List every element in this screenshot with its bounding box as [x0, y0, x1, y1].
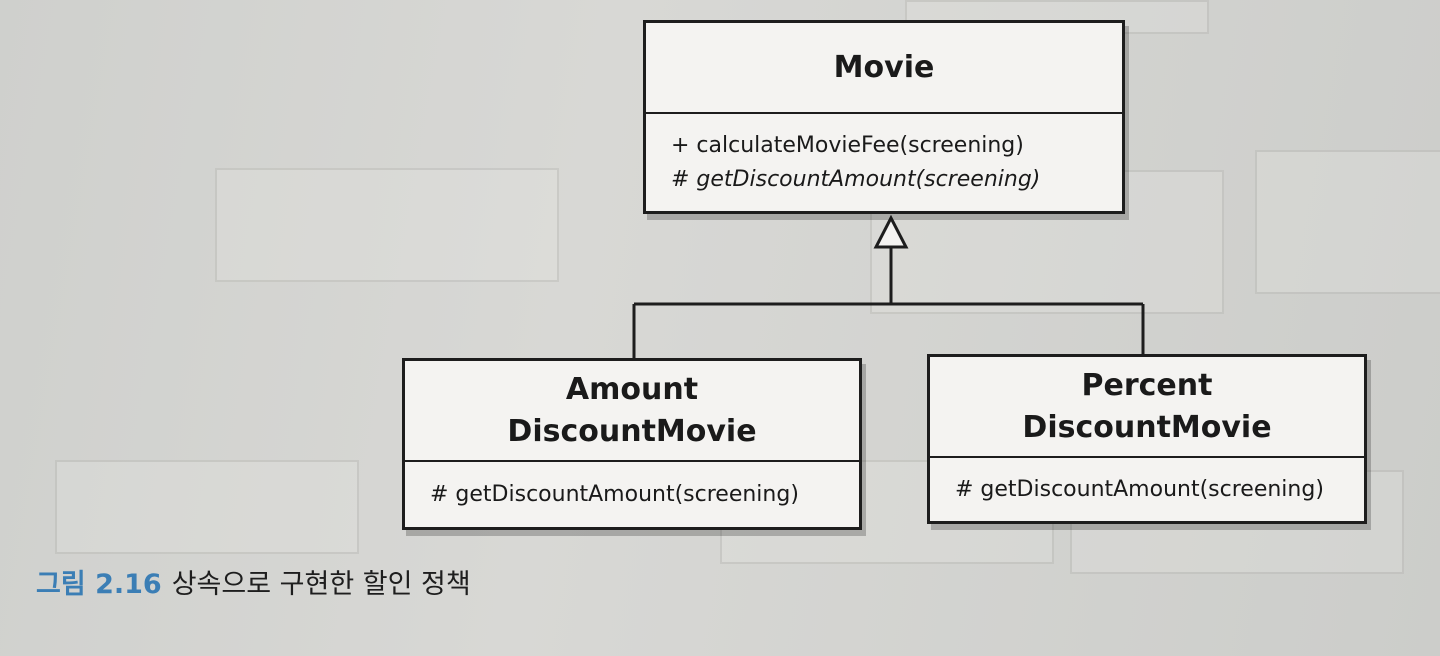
class-name-line: DiscountMovie: [1022, 409, 1272, 445]
class-percent-discount-movie: Percent DiscountMovie # getDiscountAmoun…: [927, 354, 1367, 524]
background-ghost-box: [1255, 150, 1440, 294]
background-ghost-box: [55, 460, 359, 554]
class-name-text: Movie: [833, 50, 935, 85]
operation-get-discount-amount: # getDiscountAmount(screening): [671, 166, 1041, 192]
figure-caption: 그림 2.16 상속으로 구현한 할인 정책: [36, 562, 471, 601]
background-ghost-box: [215, 168, 559, 282]
figure-number: 그림 2.16: [36, 569, 162, 600]
class-movie: Movie + calculateMovieFee(screening) # g…: [643, 20, 1125, 214]
class-amount-discount-movie-name: Amount DiscountMovie: [405, 361, 859, 462]
class-movie-operations: + calculateMovieFee(screening) # getDisc…: [646, 114, 1122, 211]
operation-get-discount-amount: # getDiscountAmount(screening): [955, 477, 1324, 502]
class-amount-discount-movie-operations: # getDiscountAmount(screening): [405, 462, 859, 527]
figure-caption-text: 상속으로 구현한 할인 정책: [171, 569, 471, 600]
class-name-line: Percent: [1081, 367, 1213, 403]
class-name-line: Amount: [565, 371, 699, 407]
generalization-arrowhead-icon: [873, 214, 909, 249]
class-percent-discount-movie-name: Percent DiscountMovie: [930, 357, 1364, 458]
class-percent-discount-movie-operations: # getDiscountAmount(screening): [930, 458, 1364, 521]
class-name-line: DiscountMovie: [507, 413, 757, 449]
class-movie-name: Movie: [646, 23, 1122, 114]
operation-get-discount-amount: # getDiscountAmount(screening): [430, 482, 799, 507]
operation-calculate-movie-fee: + calculateMovieFee(screening): [671, 132, 1024, 158]
class-amount-discount-movie: Amount DiscountMovie # getDiscountAmount…: [402, 358, 862, 530]
